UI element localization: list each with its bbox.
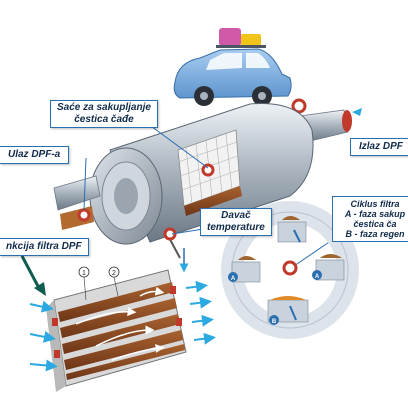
cycle-center-marker [282, 260, 298, 276]
sensor-callout: Davač temperature [200, 208, 272, 236]
function-pointer-arrow [20, 255, 42, 291]
honeycomb-callout: Saće za sakupljanje čestica čađe [50, 100, 158, 128]
filter-block [20, 255, 216, 392]
cycle-legend-phase-b: B - faza regen [345, 229, 405, 239]
outlet-label: Izlaz DPF [359, 141, 403, 152]
dpf-canister [53, 103, 314, 273]
phase-a-right: A [315, 274, 320, 280]
outlet-arrow [352, 108, 362, 116]
flow-arrows-internal [75, 286, 165, 361]
cycle-block-left: A [228, 256, 261, 283]
inlet-callout: Ulaz DPF-a [0, 146, 70, 164]
filter-cycle-ring: A A B [221, 201, 359, 339]
marker-channel-2: 2 [112, 270, 116, 277]
sensor-label-line1: Davač [221, 210, 251, 221]
roof-rack [216, 45, 266, 48]
cycle-legend-phase-a: A - faza sakup [344, 209, 406, 219]
inlet-pipe [53, 175, 101, 211]
cycle-legend-title: Ciklus filtra [350, 199, 400, 209]
cycle-block-bottom: B [267, 296, 309, 325]
phase-b-badge [269, 315, 279, 325]
outlet-flange [342, 110, 352, 132]
car-illustration [173, 28, 307, 114]
car-exhaust-marker [291, 98, 307, 114]
function-label: nkcija filtra DPF [6, 241, 82, 252]
cycle-block-right: A [312, 254, 345, 281]
cycle-block-top [277, 216, 307, 243]
filter-channels [58, 282, 185, 380]
phase-b: B [272, 319, 277, 325]
flow-arrows-out [185, 280, 216, 345]
sensor-label-line2: temperature [207, 222, 265, 233]
car-window-front [206, 53, 242, 70]
cycle-legend: Ciklus filtra A - faza sakup čestica ča … [332, 196, 408, 242]
channel-markers: 1 2 [78, 266, 120, 301]
phase-a-left-badge [228, 272, 238, 282]
inlet-marker [77, 208, 91, 222]
outlet-callout: Izlaz DPF [350, 138, 408, 156]
cycle-legend-phase-a-cont: čestica ča [353, 219, 397, 229]
car-window-rear [246, 53, 270, 68]
honeycomb-label-line2: čestica čađe [74, 114, 134, 125]
luggage-yellow [241, 34, 261, 47]
honeycomb-label-line1: Saće za sakupljanje [57, 102, 151, 113]
function-callout: nkcija filtra DPF [0, 238, 89, 256]
inlet-label: Ulaz DPF-a [8, 149, 61, 160]
soot-layer [184, 186, 242, 216]
marker-channel-1: 1 [82, 270, 86, 277]
honeycomb-marker [201, 163, 215, 177]
luggage-pink [219, 28, 241, 46]
channel-plugs [52, 286, 182, 358]
phase-a-left: A [231, 276, 236, 282]
flow-arrows-in [29, 300, 58, 372]
phase-a-right-badge [312, 270, 322, 280]
